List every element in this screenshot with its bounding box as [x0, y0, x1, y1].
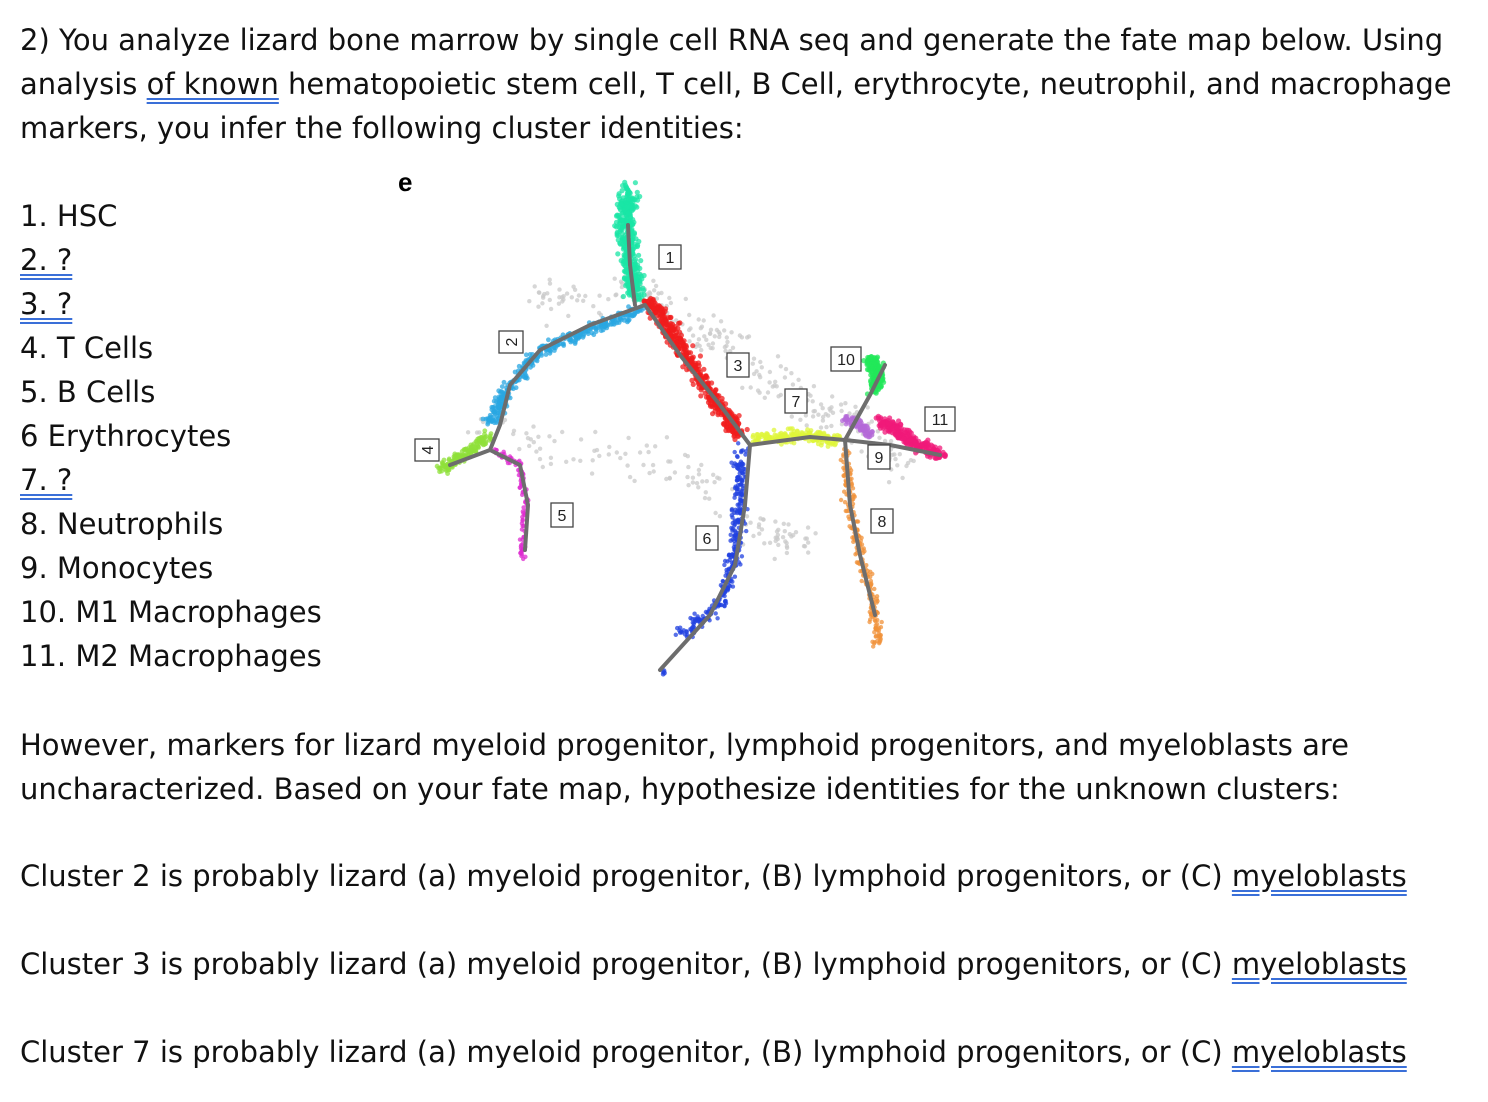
- svg-text:1: 1: [666, 250, 675, 267]
- trajectory-line: [748, 435, 847, 447]
- question-text: Cluster 7 is probably lizard (a) myeloid…: [20, 1035, 1232, 1069]
- cluster-item-5: 5. B Cells: [20, 375, 156, 409]
- cluster-label-9: 9: [867, 444, 891, 470]
- intro-line-2-start: analysis: [20, 67, 147, 101]
- svg-text:11: 11: [932, 412, 949, 429]
- trajectory-line: [488, 448, 530, 552]
- cluster-label-5: 5: [550, 502, 574, 528]
- question-cluster-3: Cluster 3 is probably lizard (a) myeloid…: [20, 942, 1407, 986]
- cluster-label-7: 7: [784, 388, 808, 414]
- cluster-8-cells: [838, 447, 884, 649]
- spellcheck-underlined-text: myeloblasts: [1231, 947, 1407, 981]
- spellcheck-underlined-text: of known: [146, 67, 279, 101]
- cluster-item-11: 11. M2 Macrophages: [20, 639, 322, 673]
- svg-text:10: 10: [837, 352, 855, 369]
- cluster-item-9: 9. Monocytes: [20, 551, 214, 585]
- question-text: Cluster 3 is probably lizard (a) myeloid…: [20, 947, 1232, 981]
- cluster-item-8: 8. Neutrophils: [20, 507, 224, 541]
- cluster-item-7: 7. ?: [20, 463, 73, 497]
- cluster-label-11: 11: [924, 406, 956, 432]
- question-text: Cluster 2 is probably lizard (a) myeloid…: [20, 859, 1232, 893]
- cluster-item-3: 3. ?: [20, 287, 73, 321]
- svg-text:8: 8: [878, 514, 887, 531]
- cluster-label-6: 6: [695, 525, 719, 551]
- trajectory-lines: [448, 223, 942, 672]
- cluster-item-1: 1. HSC: [20, 199, 118, 233]
- panel-letter: e: [398, 167, 412, 197]
- question-intro: 2) You analyze lizard bone marrow by sin…: [20, 18, 1480, 150]
- svg-text:3: 3: [734, 358, 743, 375]
- fate-map-figure: e 1 2 3 4 5 6 7 8 9 10 11: [398, 167, 956, 677]
- cluster-label-10: 10: [830, 346, 862, 372]
- cluster-label-1: 1: [658, 244, 682, 270]
- question-cluster-7: Cluster 7 is probably lizard (a) myeloid…: [20, 1030, 1407, 1074]
- trajectory-line: [643, 303, 752, 447]
- svg-text:5: 5: [558, 508, 567, 525]
- question-cluster-2: Cluster 2 is probably lizard (a) myeloid…: [20, 854, 1407, 898]
- context-paragraph: However, markers for lizard myeloid prog…: [20, 723, 1349, 811]
- trajectory-line: [626, 223, 637, 307]
- trajectory-line: [843, 438, 877, 617]
- cluster-item-2: 2. ?: [20, 243, 73, 277]
- cluster-label-3: 3: [726, 352, 750, 378]
- intro-line-1: 2) You analyze lizard bone marrow by sin…: [20, 23, 1444, 57]
- svg-text:9: 9: [875, 450, 884, 467]
- cluster-label-8: 8: [870, 508, 894, 534]
- cluster-item-6: 6 Erythrocytes: [20, 419, 232, 453]
- cluster-label-4: 4: [414, 438, 440, 462]
- trajectory-line: [658, 443, 752, 672]
- intro-line-2: analysis of known hematopoietic stem cel…: [20, 62, 1480, 106]
- cluster-item-4: 4. T Cells: [20, 331, 154, 365]
- para-line-2: uncharacterized. Based on your fate map,…: [20, 772, 1340, 806]
- svg-text:6: 6: [703, 531, 712, 548]
- cluster-item-10: 10. M1 Macrophages: [20, 595, 322, 629]
- intro-line-2-end: hematopoietic stem cell, T cell, B Cell,…: [278, 67, 1452, 101]
- svg-text:4: 4: [420, 445, 437, 454]
- spellcheck-underlined-text: myeloblasts: [1231, 859, 1407, 893]
- svg-text:2: 2: [504, 337, 521, 346]
- cluster-labels: 1 2 3 4 5 6 7 8 9 10 11: [414, 244, 956, 551]
- para-line-1: However, markers for lizard myeloid prog…: [20, 728, 1350, 762]
- background-cells: [527, 262, 918, 485]
- spellcheck-underlined-text: myeloblasts: [1231, 1035, 1407, 1069]
- cluster-6-cells: [660, 668, 667, 677]
- cluster-identity-list: 1. HSC 2. ? 3. ? 4. T Cells 5. B Cells 6…: [20, 194, 322, 678]
- trajectory-line: [843, 363, 887, 442]
- svg-text:7: 7: [792, 394, 801, 411]
- cluster-label-2: 2: [498, 330, 524, 354]
- intro-line-3: markers, you infer the following cluster…: [20, 111, 744, 145]
